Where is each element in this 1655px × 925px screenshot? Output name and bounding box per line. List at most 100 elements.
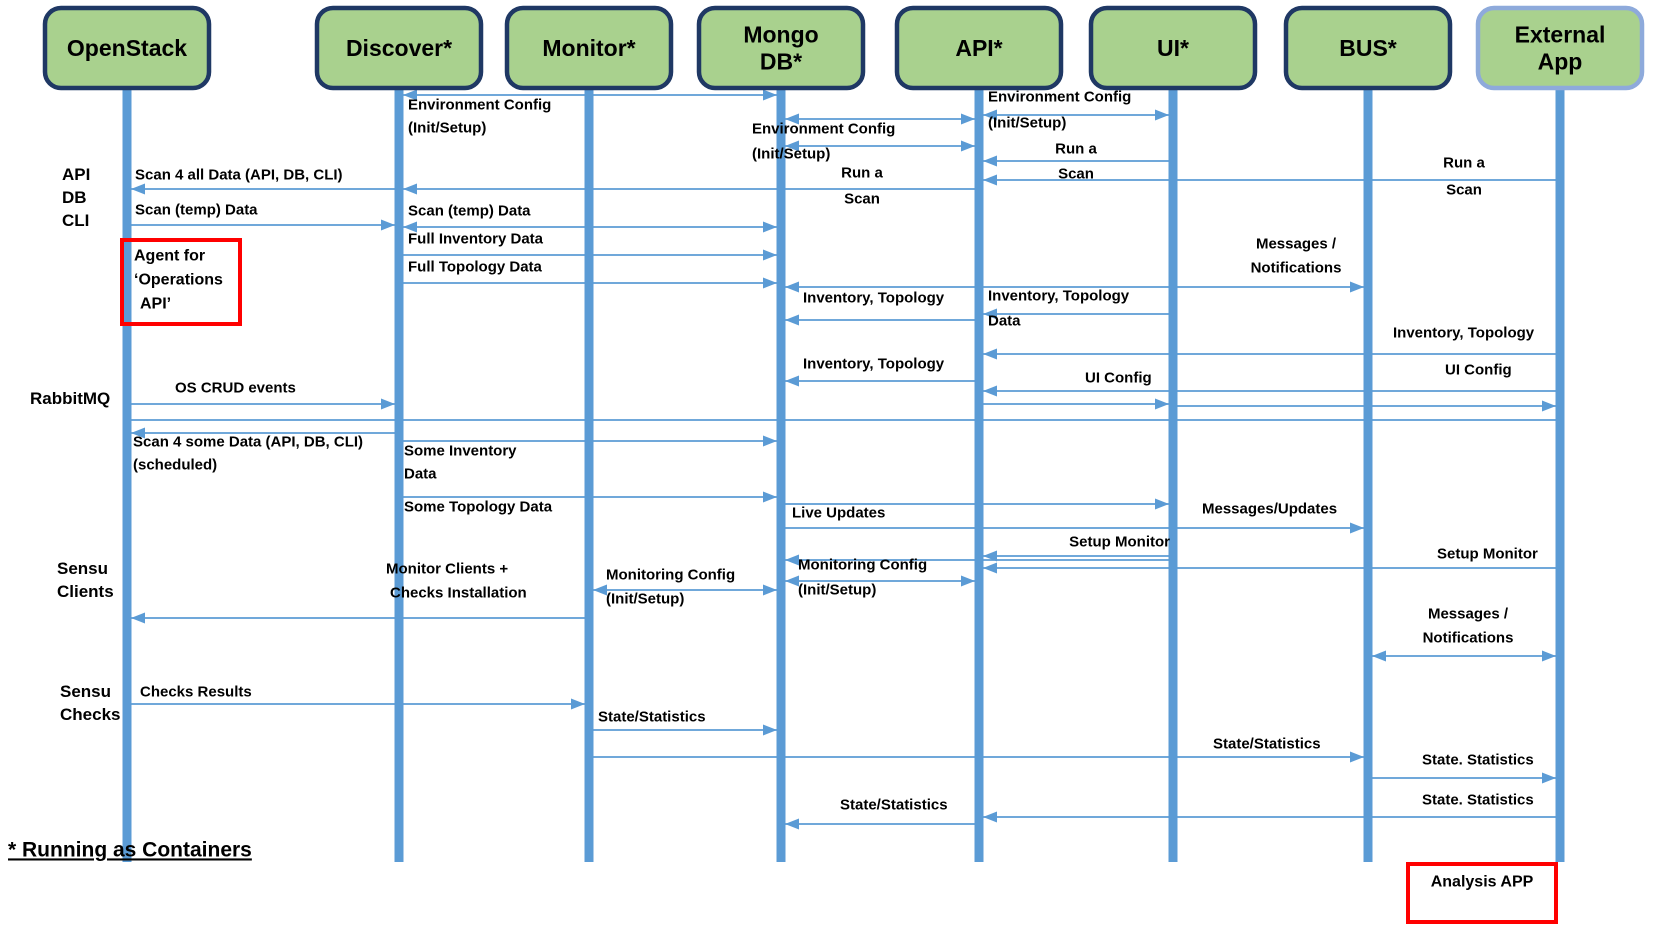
actor-box-discover <box>314 5 484 91</box>
arrowhead-icon <box>763 435 777 447</box>
message-label: Data <box>404 465 437 482</box>
margin-label-line: Sensu <box>60 682 111 701</box>
arrowhead-icon <box>763 584 777 596</box>
message: Run a Scan <box>399 164 979 207</box>
actor-box-mongo-db <box>696 5 866 91</box>
message: Scan (temp) Data <box>399 202 781 233</box>
actor-box-monitor <box>504 5 674 91</box>
message-label: Inventory, Topology <box>988 287 1130 304</box>
actor-label: API* <box>955 35 1002 61</box>
arrowhead-icon <box>785 140 799 152</box>
message-label: Scan <box>1058 165 1094 182</box>
message-label: (Init/Setup) <box>606 590 684 607</box>
message <box>979 398 1173 410</box>
message: Environment Config <box>752 113 979 137</box>
actor-label: DB* <box>760 49 802 75</box>
arrowhead-icon <box>403 183 417 195</box>
message-label: UI Config <box>1445 361 1512 378</box>
arrowhead-icon <box>983 174 997 186</box>
arrowhead-icon <box>763 277 777 289</box>
arrowhead-icon <box>1542 772 1556 784</box>
actor-label: External <box>1515 22 1606 48</box>
arrowhead-icon <box>785 314 799 326</box>
annotation-box <box>120 238 242 326</box>
message-label: Monitoring Config <box>798 556 927 573</box>
message-label: (Init/Setup) <box>988 114 1066 131</box>
arrowhead-icon <box>983 109 997 121</box>
message-label: Full Inventory Data <box>408 230 544 247</box>
arrowhead-icon <box>1155 398 1169 410</box>
message-label: Scan <box>844 190 880 207</box>
message-label: Scan (temp) Data <box>135 201 258 218</box>
message <box>781 554 1173 566</box>
arrowhead-icon <box>785 375 799 387</box>
annotation-analysis-app: Analysis APP <box>1406 862 1558 924</box>
arrowhead-icon <box>763 724 777 736</box>
actor-box-bus <box>1283 5 1453 91</box>
message: Some Topology Data <box>399 491 781 515</box>
arrowhead-icon <box>1155 498 1169 510</box>
message: Scan 4 all Data (API, DB, CLI) <box>127 166 399 195</box>
message-label: Data <box>988 312 1021 329</box>
actor-label: BUS* <box>1339 35 1397 61</box>
arrowhead-icon <box>983 562 997 574</box>
margin-label-line: DB <box>62 188 87 207</box>
arrowhead-icon <box>381 398 395 410</box>
message-label: Inventory, Topology <box>1393 324 1535 341</box>
arrowhead-icon <box>381 219 395 231</box>
arrowhead-icon <box>131 427 145 439</box>
message-label: Setup Monitor <box>1437 545 1538 562</box>
arrowhead-icon <box>785 281 799 293</box>
actor-box-openstack <box>42 5 212 91</box>
message: Monitor Clients +Checks Installation <box>127 560 589 624</box>
margin-label-rabbitmq: RabbitMQ <box>30 389 110 408</box>
arrowhead-icon <box>593 584 607 596</box>
arrowhead-icon <box>1542 400 1556 412</box>
message-label: Messages / <box>1256 235 1337 252</box>
message-label: Environment Config <box>988 88 1131 105</box>
message-label: Checks Installation <box>390 584 527 601</box>
arrowhead-icon <box>131 183 145 195</box>
message: Inventory, Topology <box>781 289 979 326</box>
arrowhead-icon <box>785 554 799 566</box>
arrowhead-icon <box>1542 650 1556 662</box>
message-label: Some Inventory <box>404 442 517 459</box>
arrowhead-icon <box>983 308 997 320</box>
footnote: * Running as Containers <box>8 838 252 861</box>
arrowhead-icon <box>763 89 777 101</box>
actor-label: App <box>1538 49 1583 75</box>
message-label: Run a <box>841 164 883 181</box>
arrowhead-icon <box>403 89 417 101</box>
actor-monitor: Monitor* <box>504 5 674 91</box>
arrowhead-icon <box>131 612 145 624</box>
message: Scan (temp) Data <box>127 201 399 231</box>
margin-label-line: Sensu <box>57 559 108 578</box>
message: Messages /Notifications <box>1368 605 1560 662</box>
actor-box-api <box>894 5 1064 91</box>
message-label: Scan (temp) Data <box>408 202 531 219</box>
annotation-label: ‘Operations <box>134 271 223 288</box>
actor-ui: UI* <box>1088 5 1258 91</box>
arrowhead-icon <box>1372 650 1386 662</box>
arrowhead-icon <box>961 113 975 125</box>
arrowhead-icon <box>785 575 799 587</box>
actor-label: Discover* <box>346 35 452 61</box>
margin-label-line: Clients <box>57 582 114 601</box>
actor-label: Monitor* <box>542 35 635 61</box>
message: Scan 4 some Data (API, DB, CLI)(schedule… <box>127 427 399 473</box>
message-label: Environment Config <box>408 96 551 113</box>
message: State/Statistics <box>781 796 979 830</box>
arrowhead-icon <box>983 811 997 823</box>
message-label: (Init/Setup) <box>752 145 830 162</box>
arrowhead-icon <box>1350 751 1364 763</box>
